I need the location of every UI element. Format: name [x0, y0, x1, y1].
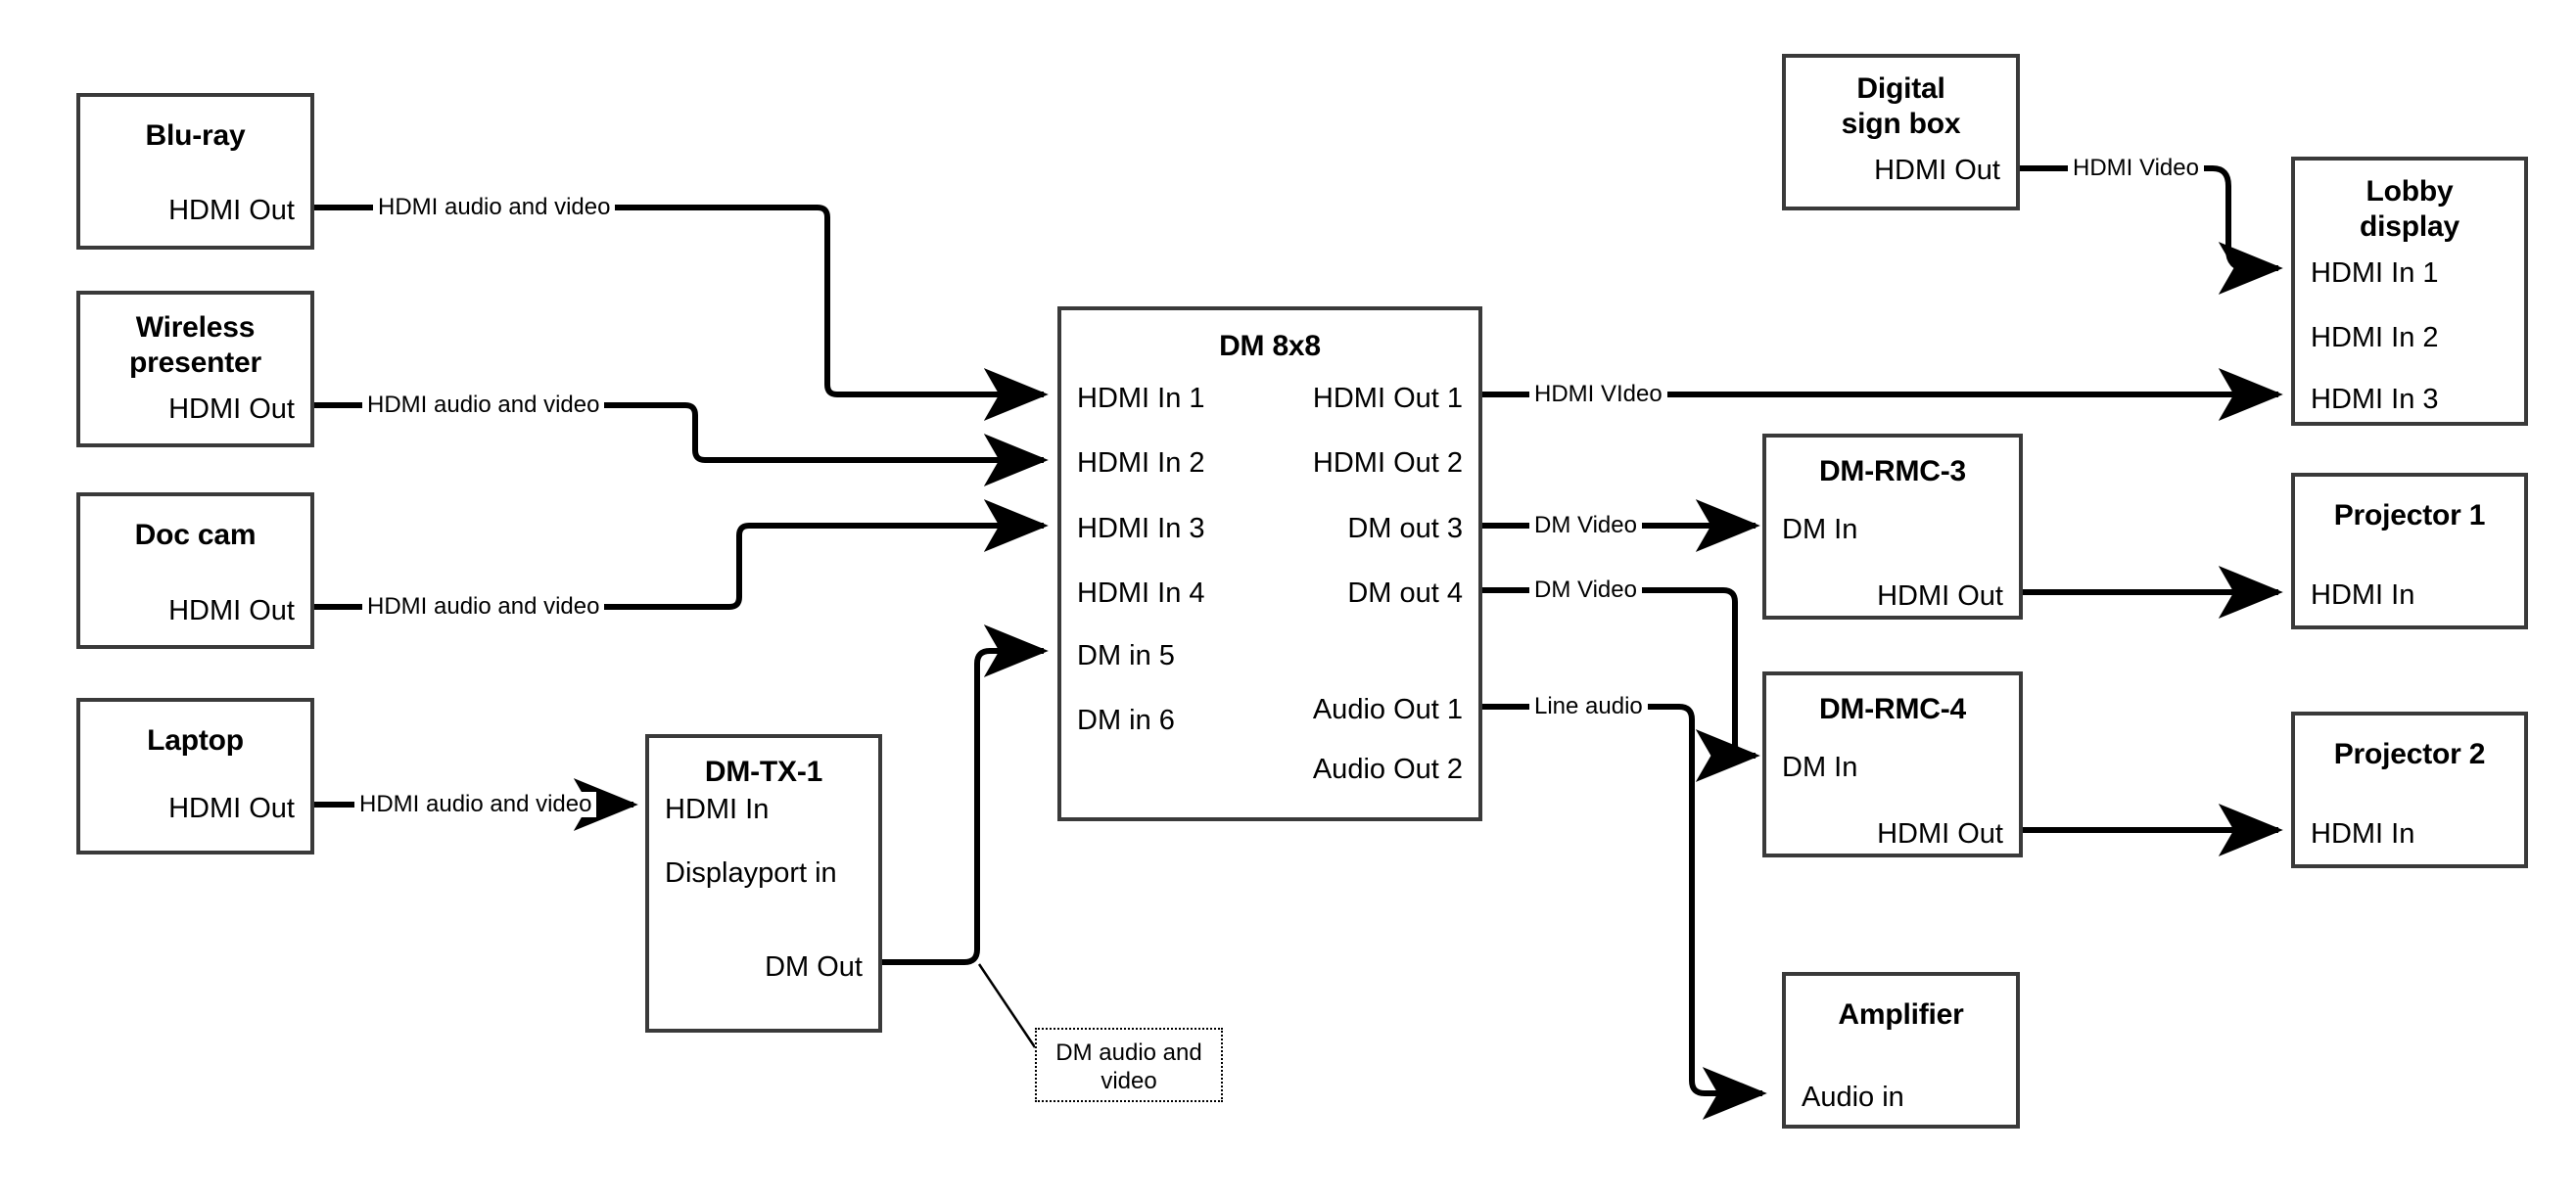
port-amplifier-audio-in[interactable]: Audio in — [1802, 1082, 1904, 1113]
port-bluray-hdmi-out[interactable]: HDMI Out — [168, 195, 295, 226]
port-dm8x8-hdmi-out-2[interactable]: HDMI Out 2 — [1312, 447, 1463, 479]
port-dm8x8-hdmi-in-1[interactable]: HDMI In 1 — [1077, 383, 1205, 414]
port-projector1-hdmi-in[interactable]: HDMI In — [2311, 579, 2415, 611]
port-dmrmc4-hdmi-out[interactable]: HDMI Out — [1877, 818, 2003, 850]
node-digital-sign-box[interactable]: Digital sign box HDMI Out — [1782, 54, 2020, 210]
port-dmtx1-displayport-in[interactable]: Displayport in — [665, 857, 837, 889]
port-dm8x8-hdmi-in-3[interactable]: HDMI In 3 — [1077, 513, 1205, 544]
node-projector-2[interactable]: Projector 2 HDMI In — [2291, 712, 2528, 868]
wire-label-dmout4-to-rmc4: DM Video — [1529, 577, 1642, 603]
port-dm8x8-hdmi-out-1[interactable]: HDMI Out 1 — [1312, 383, 1463, 414]
node-wireless-presenter[interactable]: Wireless presenter HDMI Out — [76, 291, 314, 447]
node-lobby-display-title: Lobby display — [2360, 175, 2459, 243]
port-dm8x8-dm-out-3[interactable]: DM out 3 — [1347, 513, 1463, 544]
port-wireless-hdmi-out[interactable]: HDMI Out — [168, 393, 295, 425]
wire-label-dmout3-to-rmc3: DM Video — [1529, 513, 1642, 538]
node-dm-rmc-3-title: DM-RMC-3 — [1818, 455, 1967, 487]
port-lobby-hdmi-in-2[interactable]: HDMI In 2 — [2311, 322, 2439, 353]
node-projector-1-title: Projector 1 — [2333, 499, 2486, 531]
node-dm-tx-1[interactable]: DM-TX-1 HDMI In Displayport in DM Out — [645, 734, 882, 1033]
port-projector2-hdmi-in[interactable]: HDMI In — [2311, 818, 2415, 850]
node-dm-rmc-4[interactable]: DM-RMC-4 DM In HDMI Out — [1762, 671, 2023, 857]
wire-label-wireless-to-in2: HDMI audio and video — [362, 393, 605, 418]
port-digitalsign-hdmi-out[interactable]: HDMI Out — [1874, 155, 2000, 186]
port-dmrmc3-dm-in[interactable]: DM In — [1782, 514, 1858, 545]
wire-dmout4-to-rmc4 — [1482, 587, 1760, 782]
port-doccam-hdmi-out[interactable]: HDMI Out — [168, 595, 295, 626]
port-lobby-hdmi-in-3[interactable]: HDMI In 3 — [2311, 384, 2439, 415]
port-dm8x8-hdmi-in-4[interactable]: HDMI In 4 — [1077, 577, 1205, 609]
node-doc-cam-title: Doc cam — [134, 519, 257, 551]
node-laptop[interactable]: Laptop HDMI Out — [76, 698, 314, 855]
port-dm8x8-dm-out-4[interactable]: DM out 4 — [1347, 577, 1463, 609]
node-doc-cam[interactable]: Doc cam HDMI Out — [76, 492, 314, 649]
port-dm8x8-hdmi-in-2[interactable]: HDMI In 2 — [1077, 447, 1205, 479]
node-digital-sign-box-title: Digital sign box — [1841, 72, 1961, 140]
node-wireless-presenter-title: Wireless presenter — [129, 311, 261, 379]
wire-bluray-to-in1 — [314, 205, 1049, 421]
node-amplifier[interactable]: Amplifier Audio in — [1782, 972, 2020, 1129]
port-dm8x8-audio-out-2[interactable]: Audio Out 2 — [1312, 754, 1463, 785]
node-bluray[interactable]: Blu-ray HDMI Out — [76, 93, 314, 250]
wire-label-bluray-to-in1: HDMI audio and video — [373, 195, 616, 220]
callout-leader-line — [977, 963, 1037, 1048]
port-laptop-hdmi-out[interactable]: HDMI Out — [168, 793, 295, 824]
node-dm-8x8-title: DM 8x8 — [1219, 330, 1321, 362]
node-laptop-title: Laptop — [147, 724, 244, 757]
node-projector-2-title: Projector 2 — [2333, 738, 2486, 770]
wire-dmtx1-to-dmin5 — [882, 624, 1049, 965]
wire-sign-to-lobby1 — [2020, 165, 2283, 295]
port-dm8x8-dm-in-5[interactable]: DM in 5 — [1077, 640, 1175, 671]
port-dmtx1-dm-out[interactable]: DM Out — [765, 951, 863, 983]
node-dm-8x8[interactable]: DM 8x8 HDMI In 1 HDMI In 2 HDMI In 3 HDM… — [1057, 306, 1482, 821]
wire-audioout1-to-amp — [1482, 704, 1767, 1120]
wire-label-audioout1-to-amp: Line audio — [1529, 694, 1648, 719]
port-dm8x8-dm-in-6[interactable]: DM in 6 — [1077, 705, 1175, 736]
wire-label-sign-to-lobby1: HDMI Video — [2068, 156, 2204, 181]
node-projector-1[interactable]: Projector 1 HDMI In — [2291, 473, 2528, 629]
port-dmtx1-hdmi-in[interactable]: HDMI In — [665, 794, 770, 825]
wire-label-laptop-to-dmtx1: HDMI audio and video — [354, 792, 597, 817]
port-dmrmc4-dm-in[interactable]: DM In — [1782, 752, 1858, 783]
wire-label-doccam-to-in3: HDMI audio and video — [362, 594, 605, 620]
callout-dm-audio-and-video: DM audio and video — [1035, 1028, 1223, 1102]
node-dm-rmc-3[interactable]: DM-RMC-3 DM In HDMI Out — [1762, 434, 2023, 620]
wire-label-hdmiout1-to-lobby3: HDMI VIdeo — [1529, 382, 1667, 407]
node-dm-rmc-4-title: DM-RMC-4 — [1818, 693, 1967, 725]
port-lobby-hdmi-in-1[interactable]: HDMI In 1 — [2311, 257, 2439, 289]
node-lobby-display[interactable]: Lobby display HDMI In 1 HDMI In 2 HDMI I… — [2291, 157, 2528, 426]
node-bluray-title: Blu-ray — [145, 119, 246, 152]
node-amplifier-title: Amplifier — [1838, 998, 1964, 1031]
port-dm8x8-audio-out-1[interactable]: Audio Out 1 — [1312, 694, 1463, 725]
port-dmrmc3-hdmi-out[interactable]: HDMI Out — [1877, 580, 2003, 612]
node-dm-tx-1-title: DM-TX-1 — [704, 756, 823, 788]
